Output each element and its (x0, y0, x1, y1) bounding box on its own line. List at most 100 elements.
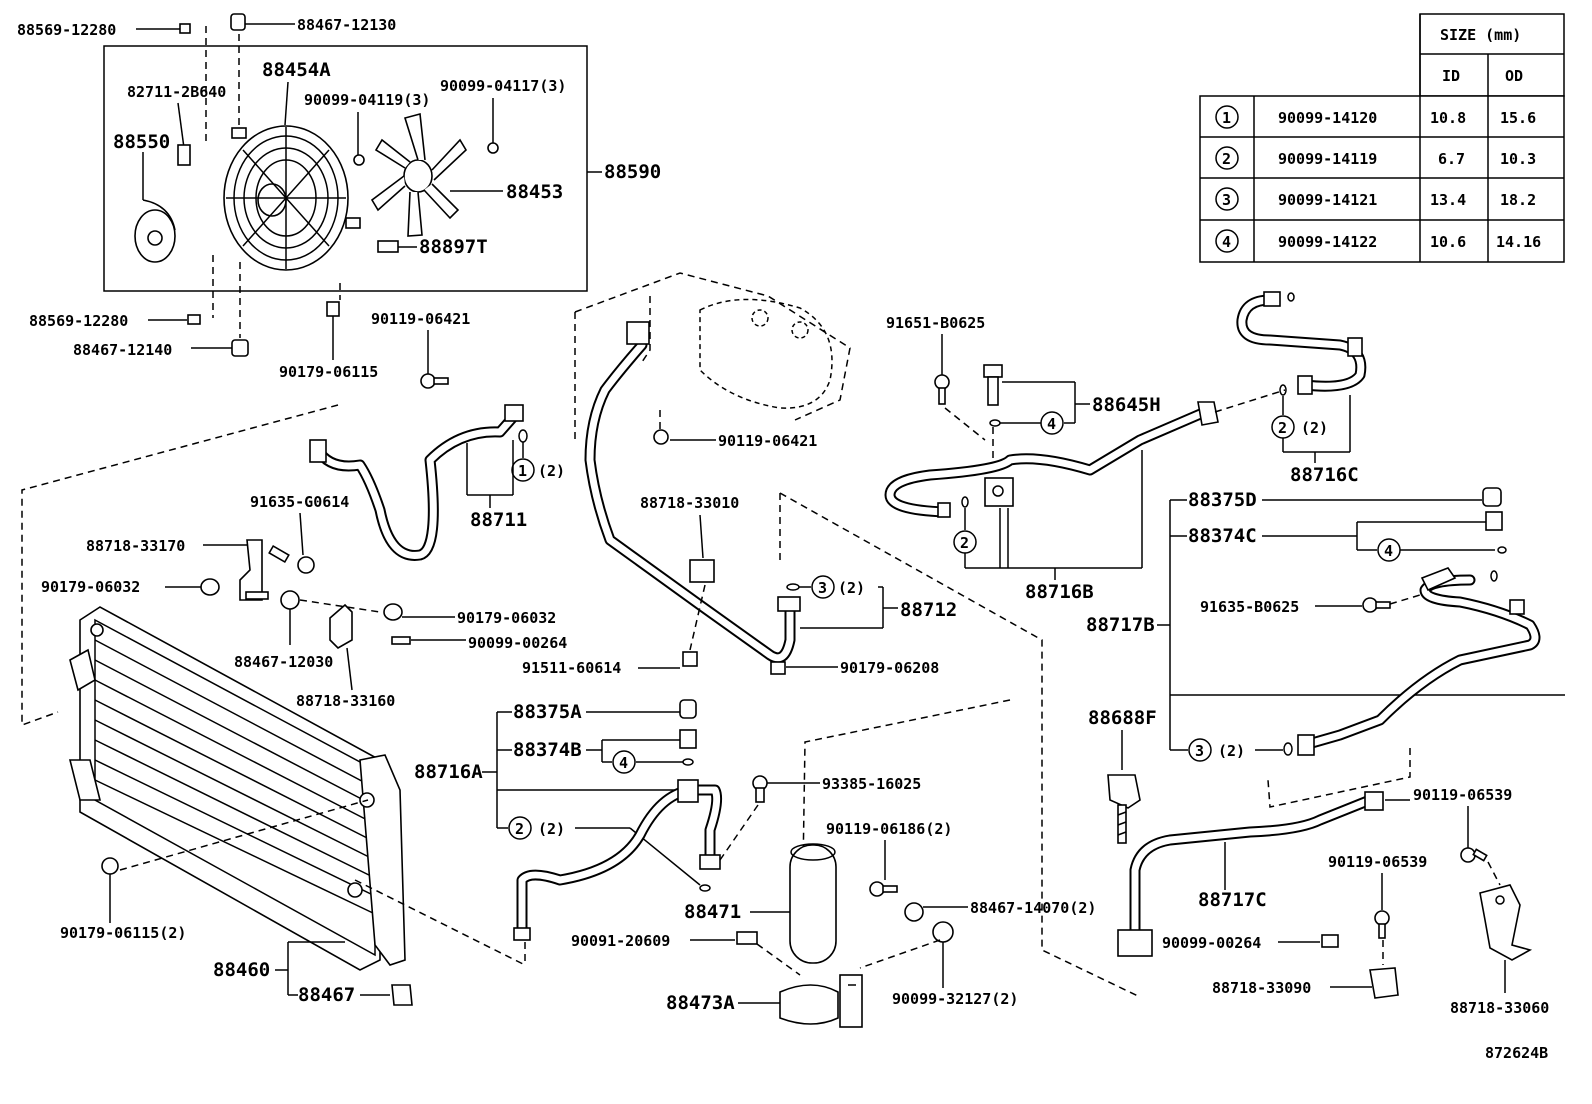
label-oring1-qty: (2) (538, 462, 565, 480)
o-ring-callout (612, 750, 636, 774)
table-heading: SIZE (mm) (1440, 26, 1521, 44)
label-fan-nut: 88897T (419, 236, 488, 258)
bolt-icon (420, 373, 449, 389)
o-ring-icon (699, 884, 711, 892)
screw-icon (736, 931, 758, 945)
label-valve-c: 88374C (1188, 525, 1257, 547)
clamp-icon (689, 559, 715, 583)
bolt-icon (869, 881, 898, 897)
o-ring-callout (511, 458, 535, 482)
table-row-id: 13.4 (1430, 191, 1466, 209)
bracket-icon (779, 974, 863, 1028)
table-col-od: OD (1505, 67, 1523, 85)
bolt-icon (268, 544, 290, 564)
svg-text:2: 2 (960, 534, 969, 552)
label-fan-motor: 88550 (113, 131, 170, 153)
grommet-icon (280, 590, 300, 610)
screw-icon (391, 636, 411, 645)
label-receiver: 88471 (684, 901, 741, 923)
label-cap-a: 88375A (513, 701, 582, 723)
label-bolt-d: 91635-B0625 (1200, 598, 1299, 616)
condenser-outline (21, 404, 339, 727)
o-ring-callout (1188, 738, 1212, 762)
label-condenser-nut: 90179-06115(2) (60, 924, 186, 942)
label-sensor-bolt: 91651-B0625 (886, 314, 985, 332)
o-ring-icon (961, 496, 969, 508)
size-table: SIZE (mm) ID OD 1 90099-14120 10.8 15.6 … (1199, 13, 1565, 263)
label-screw-b: 90091-20609 (571, 932, 670, 950)
bolt-icon (682, 651, 698, 667)
table-row-part: 90099-14122 (1278, 233, 1377, 251)
clamp-icon (1479, 884, 1533, 961)
cushion-icon (904, 902, 924, 922)
o-ring-icon (1287, 292, 1295, 302)
label-fan-grommet-bottom: 88467-12140 (73, 341, 172, 359)
svg-text:4: 4 (1384, 542, 1393, 560)
label-tube-b: 88717B (1086, 614, 1155, 636)
table-row-id: 6.7 (1438, 150, 1465, 168)
grommet-icon (230, 13, 246, 31)
label-fan-blade: 88453 (506, 181, 563, 203)
label-clamp-a: 88718-33010 (640, 494, 739, 512)
fan-assembly-frame (103, 45, 588, 292)
screw-icon (1321, 934, 1339, 948)
bolt-icon (1362, 597, 1391, 613)
bolt-icon (1460, 847, 1488, 863)
fan-motor-icon (134, 199, 176, 263)
compressor-icon (699, 298, 833, 409)
table-row-key: 1 (1222, 109, 1231, 127)
nut-icon (326, 301, 340, 317)
screw-icon (353, 154, 365, 166)
bolt-icon (297, 556, 315, 574)
fan-blade-icon (370, 112, 468, 237)
label-bolt-c: 90119-06186(2) (826, 820, 952, 838)
condenser-icon (68, 606, 406, 971)
nut-icon (200, 578, 220, 596)
label-discharge-hose: 88711 (470, 509, 527, 531)
table-row: 2 90099-14119 6.7 10.3 (1215, 146, 1536, 170)
label-valve-b: 88374B (513, 739, 582, 761)
label-bolt-a: 91511-60614 (522, 659, 621, 677)
table-row: 4 90099-14122 10.6 14.16 (1215, 229, 1541, 253)
label-screw-a: 90099-00264 (468, 634, 567, 652)
label-oring3-qty: (2) (838, 579, 865, 597)
label-nut-a: 90179-06032 (41, 578, 140, 596)
illustration-number: 872624B (1485, 1044, 1548, 1062)
label-fan-plate: 82711-2B640 (127, 83, 226, 101)
bolt-icon (187, 314, 201, 325)
valve-icon (679, 729, 697, 749)
suction-tube-icon (584, 321, 801, 664)
svg-text:3: 3 (818, 579, 827, 597)
cap-icon (679, 699, 697, 719)
label-oring3b-qty: (2) (1218, 742, 1245, 760)
nut-icon (383, 603, 403, 621)
label-screw-c: 90099-00264 (1162, 934, 1261, 952)
label-cap-d: 88375D (1188, 489, 1257, 511)
label-fan-screw-a: 90099-04119(3) (304, 91, 430, 109)
table-row-od: 14.16 (1496, 233, 1541, 251)
table-row-od: 18.2 (1500, 191, 1536, 209)
engine-bay-outline (779, 492, 1141, 998)
o-ring-icon (989, 419, 1001, 427)
label-fan-shroud: 88454A (262, 59, 331, 81)
table-row-part: 90099-14119 (1278, 150, 1377, 168)
nut-icon (377, 240, 399, 253)
svg-text:3: 3 (1195, 742, 1204, 760)
label-bolt-f: 90119-06539 (1328, 853, 1427, 871)
bolt-icon (752, 775, 768, 803)
label-nut-b: 90179-06032 (457, 609, 556, 627)
table-row: 3 90099-14121 13.4 18.2 (1215, 187, 1536, 211)
o-ring-callout (811, 575, 835, 599)
o-ring-icon (786, 583, 800, 591)
discharge-hose-icon (309, 404, 524, 561)
svg-text:2: 2 (515, 820, 524, 838)
svg-text:4: 4 (1047, 415, 1056, 433)
table-row-part: 90099-14121 (1278, 191, 1377, 209)
o-ring-icon (1283, 742, 1293, 756)
label-cushion-b: 90099-32127(2) (892, 990, 1018, 1008)
label-fan-grommet-top: 88467-12130 (297, 16, 396, 34)
bolt-icon (179, 23, 191, 34)
fan-shroud-icon (223, 125, 361, 271)
table-row-key: 4 (1222, 233, 1231, 251)
